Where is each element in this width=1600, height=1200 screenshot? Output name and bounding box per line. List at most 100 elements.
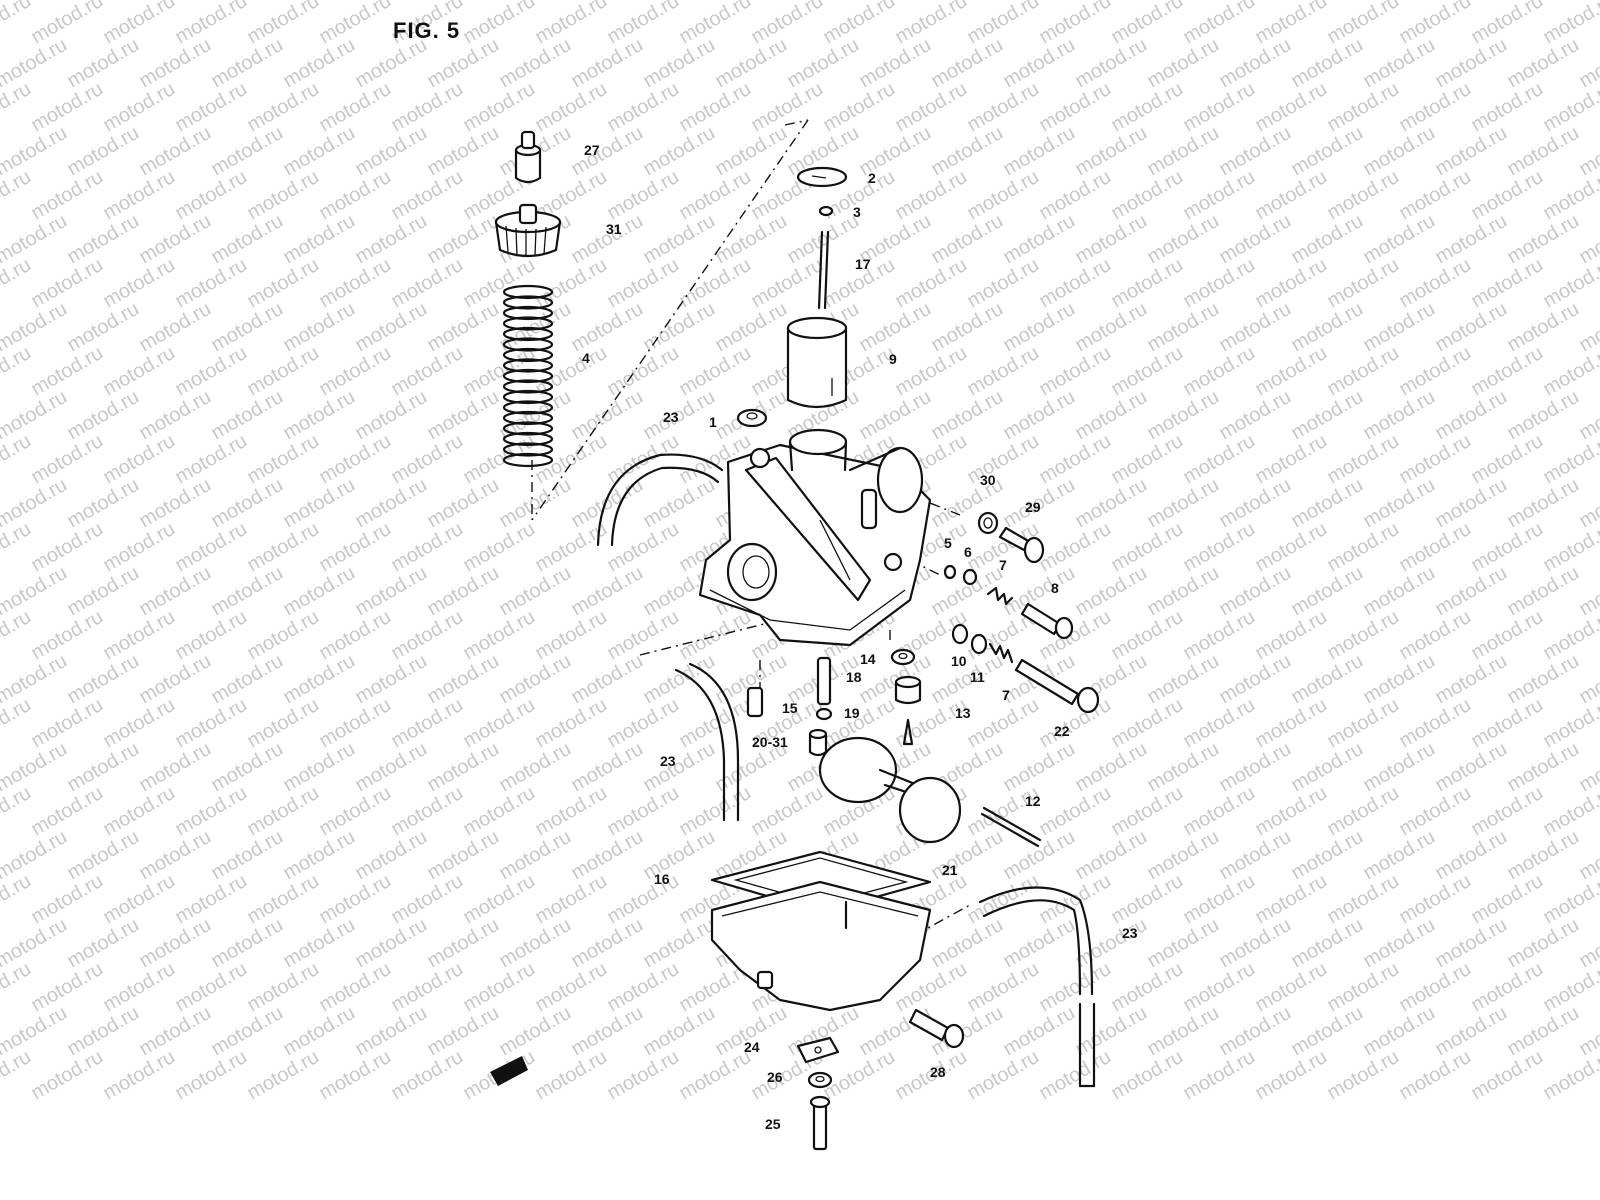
part-22-screw (1014, 658, 1100, 714)
watermark-text: motod.ru (928, 34, 1007, 93)
watermark-text: motod.ru (1072, 298, 1151, 357)
watermark-text: motod.ru (100, 78, 179, 137)
watermark-text: motod.ru (28, 78, 107, 137)
watermark-text: motod.ru (1180, 958, 1259, 1017)
watermark-text: motod.ru (244, 166, 323, 225)
watermark-text: motod.ru (1360, 210, 1439, 269)
watermark-text: motod.ru (1216, 738, 1295, 797)
watermark-text: motod.ru (28, 782, 107, 841)
watermark-text: motod.ru (1360, 298, 1439, 357)
watermark-text: motod.ru (712, 210, 791, 269)
watermark-text: motod.ru (1072, 914, 1151, 973)
watermark-text: motod.ru (568, 650, 647, 709)
watermark-text: motod.ru (1288, 474, 1367, 533)
watermark-text: motod.ru (856, 386, 935, 445)
part-8-screw (1020, 602, 1074, 640)
callout-9: 9 (889, 351, 897, 367)
watermark-text: motod.ru (1036, 518, 1115, 577)
callout-8: 8 (1051, 580, 1059, 596)
watermark-text: motod.ru (1144, 650, 1223, 709)
spring-coil (502, 347, 554, 363)
watermark-text: motod.ru (1036, 254, 1115, 313)
watermark-text: motod.ru (1216, 210, 1295, 269)
watermark-text: motod.ru (28, 694, 107, 753)
part-19-ring (815, 707, 833, 721)
watermark-text: motod.ru (676, 254, 755, 313)
watermark-text: motod.ru (676, 0, 755, 48)
watermark-text: motod.ru (1504, 1002, 1583, 1061)
watermark-text: motod.ru (1216, 1002, 1295, 1061)
watermark-text: motod.ru (388, 518, 467, 577)
watermark-text: motod.ru (1504, 34, 1583, 93)
watermark-text: motod.ru (1432, 650, 1511, 709)
watermark-text: motod.ru (1396, 870, 1475, 929)
watermark-text: motod.ru (532, 1046, 611, 1105)
watermark-text: motod.ru (208, 474, 287, 533)
watermark-text: motod.ru (1504, 914, 1583, 973)
watermark-text: motod.ru (1180, 518, 1259, 577)
watermark-text: motod.ru (64, 562, 143, 621)
watermark-text: motod.ru (1576, 0, 1600, 4)
watermark-text: motod.ru (604, 870, 683, 929)
watermark-text: motod.ru (28, 342, 107, 401)
watermark-text: motod.ru (1036, 342, 1115, 401)
watermark-text: motod.ru (1432, 562, 1511, 621)
front-arrow-icon (490, 1056, 528, 1086)
watermark-text: motod.ru (1324, 0, 1403, 48)
watermark-text: motod.ru (1396, 606, 1475, 665)
watermark-text: motod.ru (1036, 958, 1115, 1017)
part-12-pin (980, 806, 1042, 848)
watermark-text: motod.ru (568, 738, 647, 797)
watermark-text: motod.ru (1036, 1046, 1115, 1105)
watermark-text: motod.ru (568, 826, 647, 885)
watermark-text: motod.ru (892, 342, 971, 401)
watermark-text: motod.ru (64, 1002, 143, 1061)
watermark-text: motod.ru (1000, 34, 1079, 93)
watermark-text: motod.ru (892, 0, 971, 48)
watermark-text: motod.ru (892, 78, 971, 137)
watermark-text: motod.ru (676, 694, 755, 753)
figure-title: FIG. 5 (393, 18, 461, 43)
watermark-text: motod.ru (460, 694, 539, 753)
watermark-text: motod.ru (28, 958, 107, 1017)
watermark-text: motod.ru (1180, 430, 1259, 489)
spring-coil (502, 389, 554, 405)
watermark-text: motod.ru (1360, 386, 1439, 445)
watermark-text: motod.ru (1324, 1046, 1403, 1105)
watermark-text: motod.ru (280, 826, 359, 885)
watermark-text: motod.ru (388, 342, 467, 401)
watermark-text: motod.ru (172, 78, 251, 137)
watermark-text: motod.ru (424, 122, 503, 181)
watermark-text: motod.ru (1108, 0, 1187, 48)
watermark-text: motod.ru (532, 958, 611, 1017)
watermark-text: motod.ru (316, 430, 395, 489)
watermark-text: motod.ru (1216, 122, 1295, 181)
watermark-text: motod.ru (1000, 738, 1079, 797)
watermark-text: motod.ru (28, 606, 107, 665)
watermark-text: motod.ru (172, 166, 251, 225)
watermark-text: motod.ru (1216, 914, 1295, 973)
watermark-text: motod.ru (676, 342, 755, 401)
watermark-text: motod.ru (136, 826, 215, 885)
callout-14: 14 (860, 651, 876, 667)
watermark-text: motod.ru (1468, 254, 1547, 313)
watermark-text: motod.ru (316, 0, 395, 48)
watermark-text: motod.ru (316, 782, 395, 841)
watermark-text: motod.ru (1432, 210, 1511, 269)
watermark-text: motod.ru (28, 0, 107, 48)
watermark-text: motod.ru (1324, 430, 1403, 489)
callout-3: 3 (853, 204, 861, 220)
watermark-text: motod.ru (424, 650, 503, 709)
callout-28: 28 (930, 1064, 946, 1080)
watermark-text: motod.ru (568, 122, 647, 181)
watermark-text: motod.ru (1180, 254, 1259, 313)
watermark-text: motod.ru (244, 518, 323, 577)
watermark-text: motod.ru (892, 166, 971, 225)
watermark-text: motod.ru (1144, 210, 1223, 269)
watermark-text: motod.ru (532, 782, 611, 841)
watermark-text: motod.ru (1288, 562, 1367, 621)
watermark-text: motod.ru (352, 386, 431, 445)
watermark-text: motod.ru (208, 386, 287, 445)
watermark-text: motod.ru (136, 1002, 215, 1061)
